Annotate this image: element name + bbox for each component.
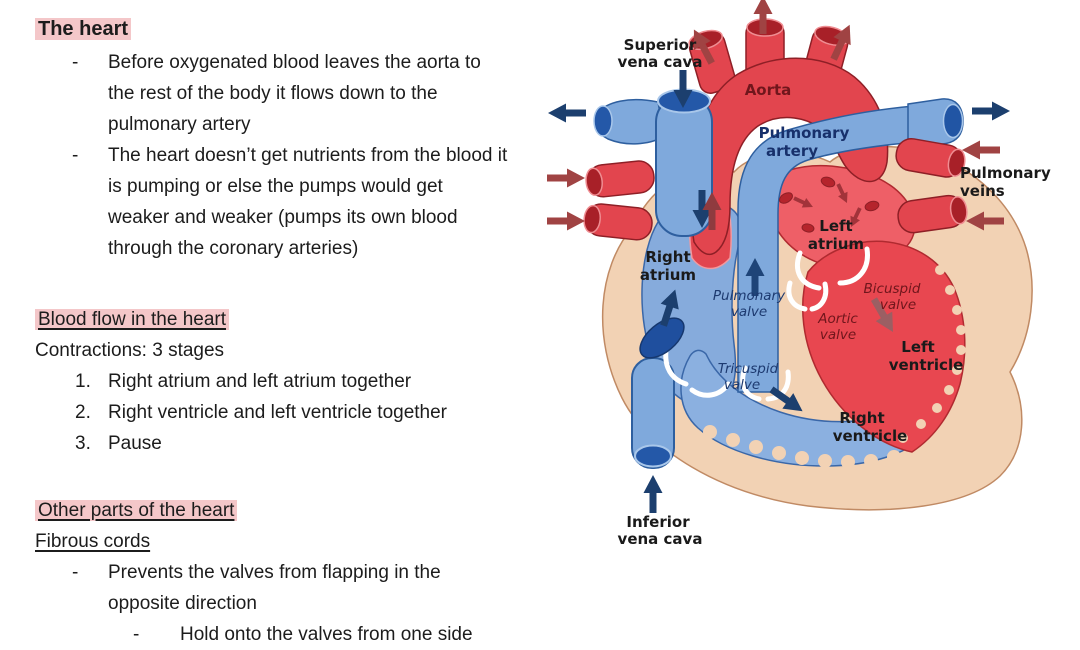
- highlighted-heading: The heart: [35, 18, 132, 40]
- pulmonary-valve-leaflet: [740, 365, 762, 402]
- label-left-ventricle: Left: [901, 338, 934, 356]
- pulmonary-valve-leaflet: [765, 369, 791, 402]
- dash-bullet-marker: -: [72, 145, 79, 166]
- label-right-ventricle: ventricle: [833, 427, 908, 445]
- bullet-text: Prevents the valves from flapping in the…: [108, 562, 441, 614]
- pulmonary-vein-inflow-arrow: [547, 169, 585, 188]
- label-pulmonary-valve: Pulmonary: [713, 288, 786, 304]
- bullet-text: The heart doesn’t get nutrients from the…: [108, 145, 508, 259]
- label-pulmonary-veins: Pulmonary: [960, 164, 1051, 182]
- label-aortic-valve: Aortic: [817, 311, 858, 327]
- pulmonary-vein-inflow-arrow: [547, 212, 585, 231]
- numbered-text: Right ventricle and left ventricle toget…: [108, 402, 448, 423]
- label-left-atrium: Left: [819, 217, 852, 235]
- blood-cells: [779, 176, 880, 233]
- label-right-ventricle: Right: [839, 409, 884, 427]
- bicuspid-valve-leaflet: [837, 246, 870, 286]
- pulmonary-artery-left-arrow: [548, 104, 586, 123]
- label-tricuspid-valve: Tricuspid: [718, 361, 779, 377]
- label-aortic-valve: valve: [820, 327, 856, 343]
- label-left-ventricle: ventricle: [889, 356, 964, 374]
- notes-column: The heart - Before oxygenated blood leav…: [35, 14, 540, 650]
- numbered-text: Right atrium and left atrium together: [108, 371, 412, 392]
- highlighted-underlined-heading: Other parts of the heart: [35, 500, 238, 521]
- underlined-subheading: Fibrous cords: [35, 531, 151, 552]
- diagram-labels: Superior vena cava Aorta Pulmonary arter…: [618, 36, 1051, 548]
- aorta-arch: [689, 57, 889, 256]
- left-ventricle-jagged-edge: [898, 265, 966, 443]
- right-pulmonary-veins: [895, 137, 968, 234]
- label-inferior-vena-cava: vena cava: [618, 530, 703, 548]
- dash-bullet-marker: -: [133, 624, 140, 645]
- left-branch-opening: [593, 105, 613, 137]
- label-right-atrium: Right: [645, 248, 690, 266]
- numbered-item: 1. Right atrium and left atrium together: [35, 366, 540, 397]
- number-marker: 2.: [75, 402, 91, 423]
- number-marker: 1.: [75, 371, 91, 392]
- label-pulmonary-valve: valve: [731, 304, 767, 320]
- bullet-item: - Before oxygenated blood leaves the aor…: [35, 47, 540, 140]
- bullet-text: Hold onto the valves from one side: [180, 624, 473, 645]
- trabeculae-scallops: [703, 425, 922, 469]
- tricuspid-valve-leaflet: [689, 381, 731, 398]
- ivc-inflow-arrow: [644, 475, 663, 513]
- aortic-valve-leaflet: [809, 281, 829, 312]
- bullet-text: Before oxygenated blood leaves the aorta…: [108, 52, 481, 135]
- blood-pool-oval: [639, 317, 685, 359]
- label-inferior-vena-cava: Inferior: [626, 513, 690, 531]
- label-right-atrium: atrium: [640, 266, 696, 284]
- left-pulmonary-veins: [583, 160, 655, 241]
- left-ventricle-region: [801, 240, 966, 453]
- section-title-the-heart: The heart: [35, 14, 540, 45]
- bicuspid-valve-leaflet: [794, 250, 822, 291]
- highlighted-underlined-heading: Blood flow in the heart: [35, 309, 230, 330]
- pulmonary-artery-right-arrow: [972, 102, 1010, 121]
- sub-bullet-item: - Hold onto the valves from one side: [35, 619, 540, 650]
- heart-diagram: Superior vena cava Aorta Pulmonary arter…: [540, 0, 1051, 548]
- section-heading-other-parts: Other parts of the heart: [35, 495, 540, 526]
- right-branch-opening: [942, 103, 964, 139]
- label-pulmonary-artery: artery: [766, 142, 818, 160]
- label-left-atrium: atrium: [808, 235, 864, 253]
- numbered-item: 3. Pause: [35, 428, 540, 459]
- label-tricuspid-valve: valve: [724, 377, 760, 393]
- numbered-item: 2. Right ventricle and left ventricle to…: [35, 397, 540, 428]
- contractions-intro: Contractions: 3 stages: [35, 340, 225, 361]
- bullet-item: - The heart doesn’t get nutrients from t…: [35, 140, 540, 264]
- bullet-item: - Prevents the valves from flapping in t…: [35, 557, 540, 619]
- section-heading-blood-flow: Blood flow in the heart: [35, 304, 540, 335]
- ivc-opening: [634, 444, 672, 468]
- label-bicuspid-valve: Bicuspid: [864, 281, 921, 297]
- label-aorta: Aorta: [745, 81, 792, 99]
- label-superior-vena-cava: vena cava: [618, 53, 703, 71]
- aortic-valve-leaflet: [786, 280, 808, 312]
- dash-bullet-marker: -: [72, 562, 79, 583]
- label-bicuspid-valve: valve: [880, 297, 916, 313]
- numbered-text: Pause: [108, 433, 162, 454]
- pulmonary-vein-inflow-arrow: [962, 141, 1000, 160]
- label-pulmonary-artery: Pulmonary: [759, 124, 850, 142]
- dash-bullet-marker: -: [72, 52, 79, 73]
- subheading-fibrous-cords: Fibrous cords: [35, 526, 540, 557]
- label-superior-vena-cava: Superior: [624, 36, 697, 54]
- label-pulmonary-veins: veins: [960, 182, 1005, 200]
- number-marker: 3.: [75, 433, 91, 454]
